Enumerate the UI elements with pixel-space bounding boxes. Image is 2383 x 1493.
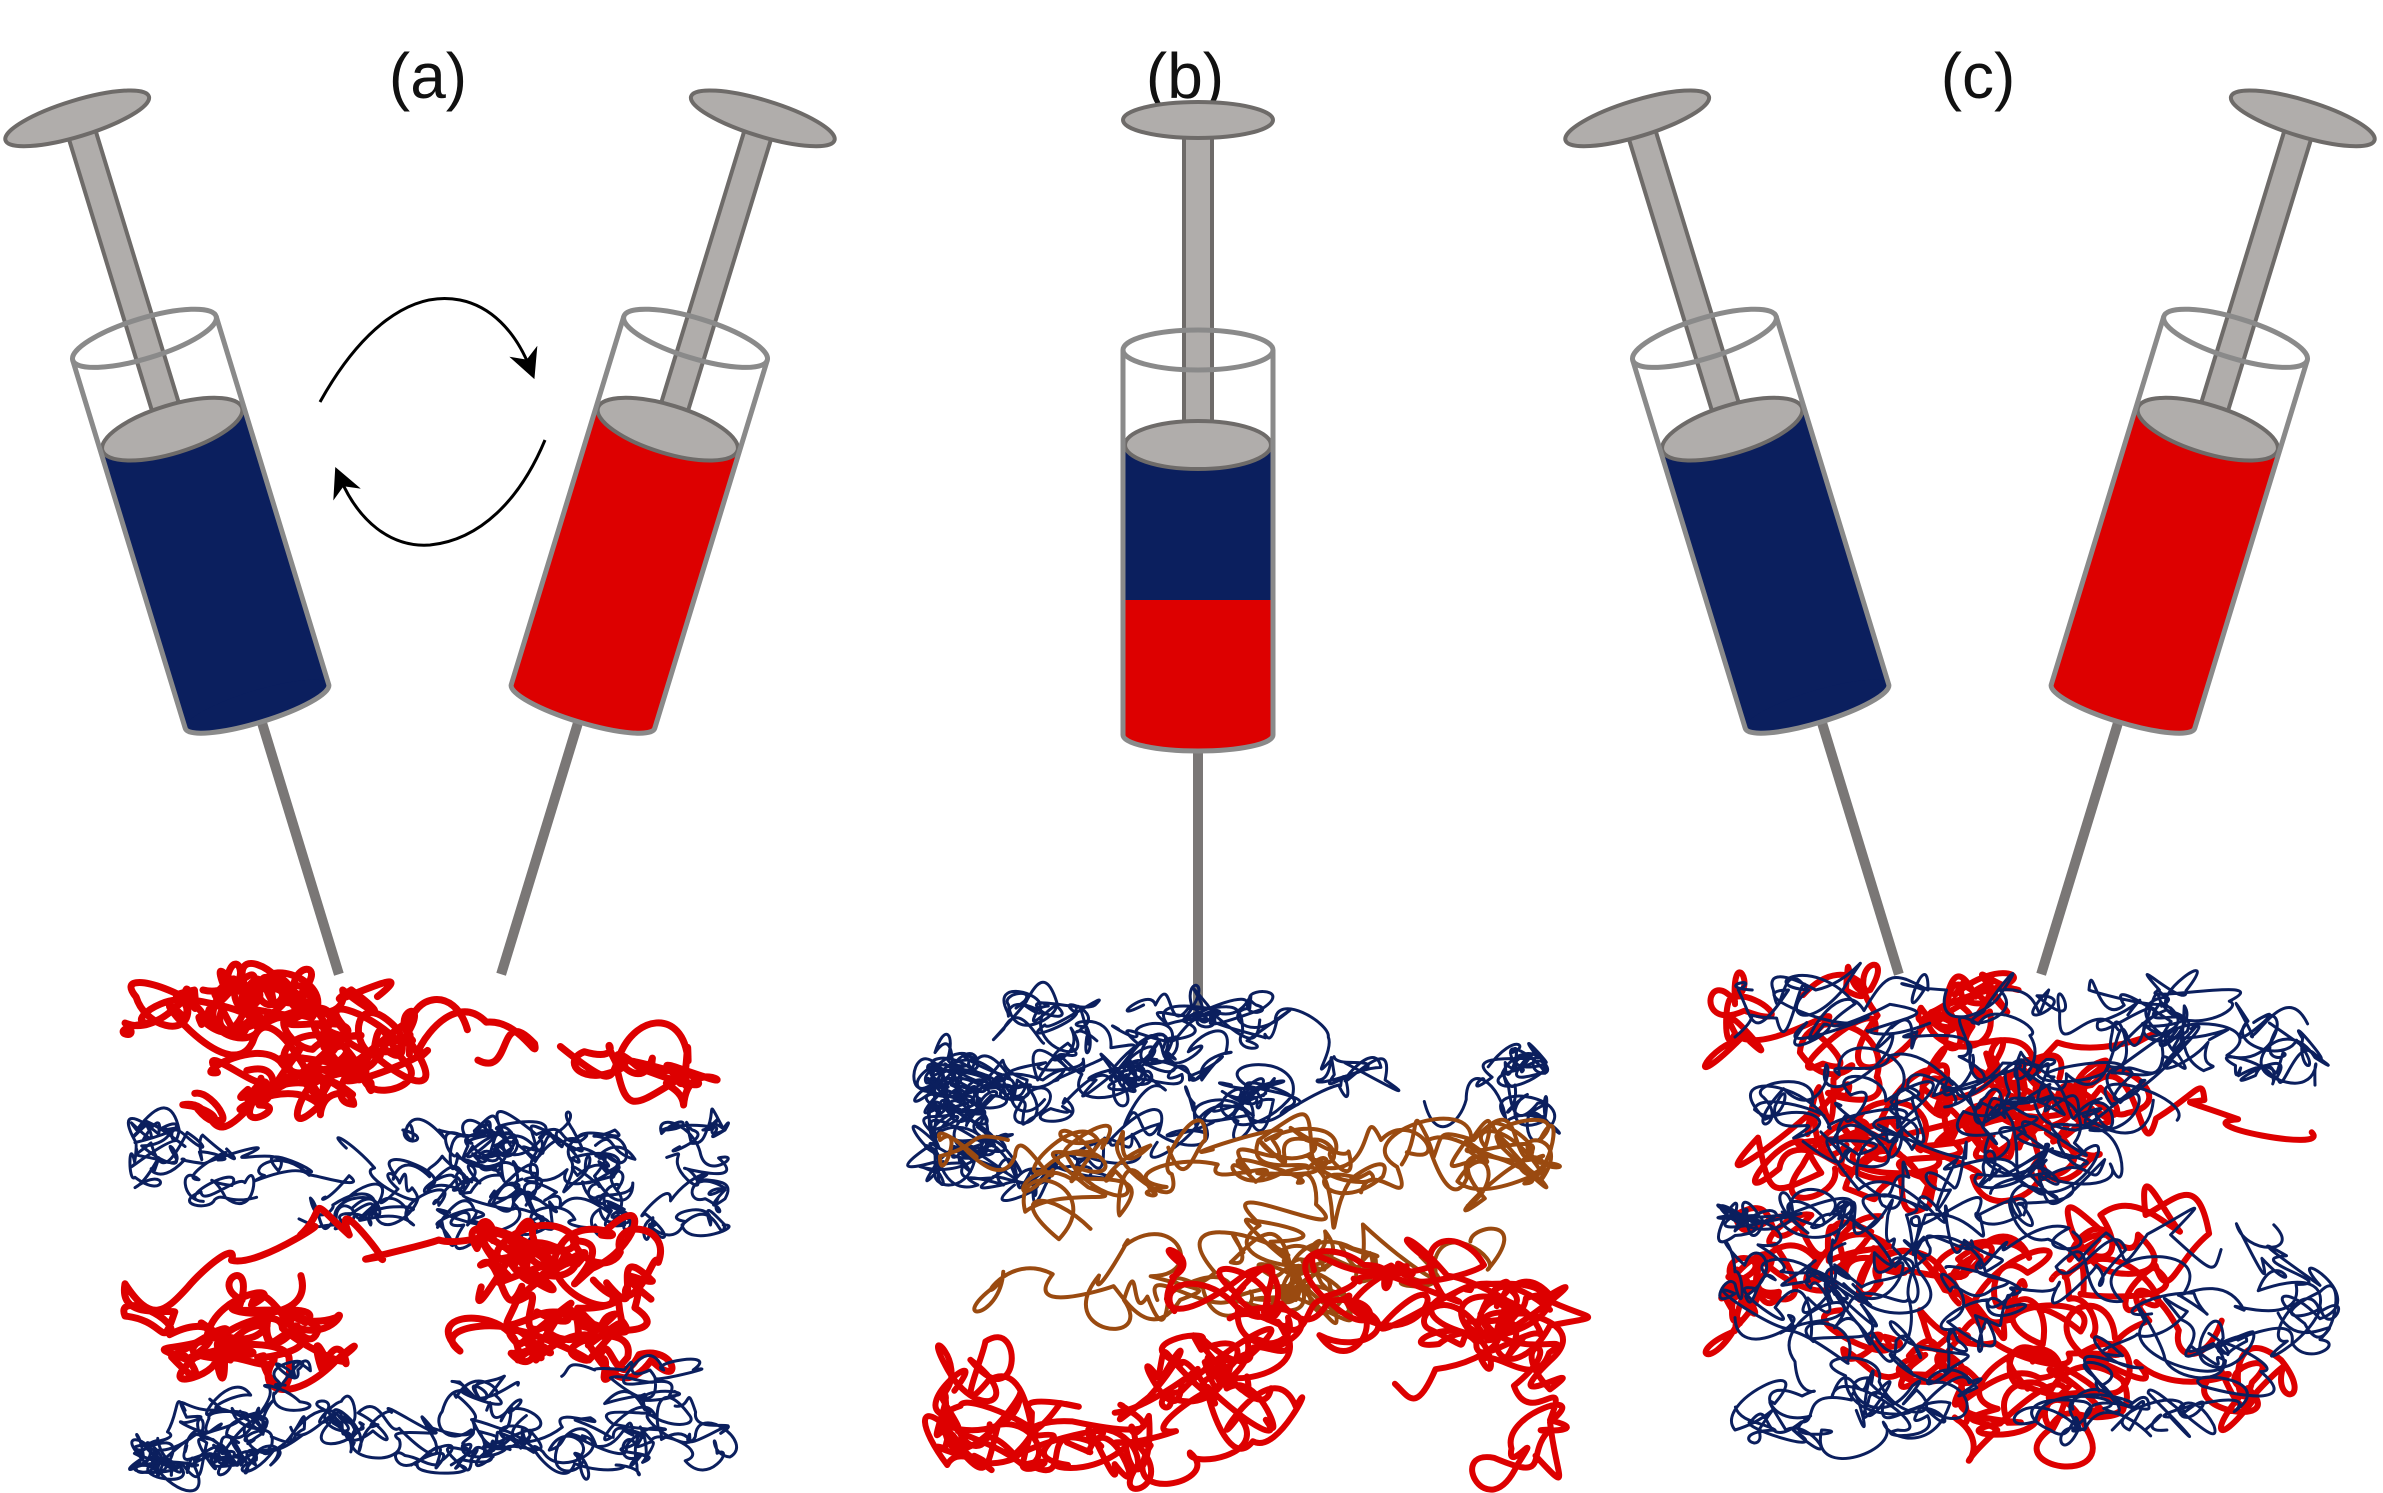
panel-label-c: (c) — [1941, 40, 2016, 112]
syringe-icon-c-blue — [1563, 88, 1904, 976]
syringe-icon-a-red — [496, 88, 837, 976]
syringe-icon-a-blue — [3, 88, 344, 976]
panel-label-b: (b) — [1146, 40, 1224, 112]
fiber-layer-icon-b-4 — [922, 1236, 1592, 1493]
fiber-layer-icon-a-1 — [119, 960, 721, 1131]
syringe-icon-c-red — [2036, 88, 2377, 976]
syringe-icon-b-mixed — [1120, 100, 1276, 1015]
fiber-layers-group — [119, 960, 2341, 1493]
syringes-group — [3, 88, 2377, 1015]
fiber-layer-icon-c-1 — [1701, 961, 2330, 1227]
fiber-layer-icon-b-2 — [906, 1063, 1561, 1204]
fiber-layer-icon-b-3 — [936, 1112, 1562, 1331]
fiber-layer-icon-a-4 — [128, 1353, 739, 1493]
exchange-arrows-icon — [318, 297, 547, 547]
fiber-layer-icon-c-2 — [1702, 1183, 2341, 1470]
fiber-layer-icon-a-3 — [120, 1205, 676, 1394]
panel-label-a: (a) — [389, 40, 467, 112]
fiber-layer-icon-b-1 — [912, 980, 1549, 1103]
